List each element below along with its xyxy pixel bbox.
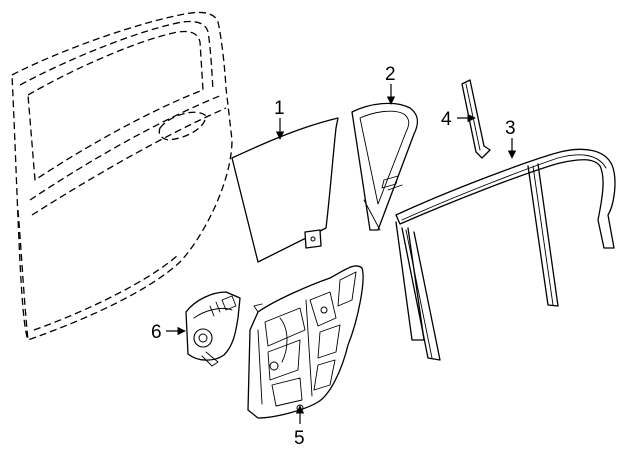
callout-6: 6 bbox=[151, 322, 162, 343]
callout-leaders bbox=[166, 84, 517, 424]
regulator-motor bbox=[185, 291, 241, 367]
window-regulator bbox=[247, 265, 364, 419]
callout-2: 2 bbox=[385, 64, 396, 85]
trim-strip bbox=[461, 79, 491, 159]
window-glass bbox=[231, 117, 339, 263]
callout-3: 3 bbox=[505, 118, 516, 139]
callout-1: 1 bbox=[274, 98, 285, 119]
door-outline bbox=[11, 11, 233, 341]
callout-4: 4 bbox=[441, 109, 452, 130]
callout-labels: 1 2 3 4 5 6 bbox=[151, 64, 516, 449]
quarter-glass bbox=[351, 102, 419, 231]
door-frame-seal bbox=[395, 148, 616, 361]
callout-5: 5 bbox=[294, 428, 305, 449]
